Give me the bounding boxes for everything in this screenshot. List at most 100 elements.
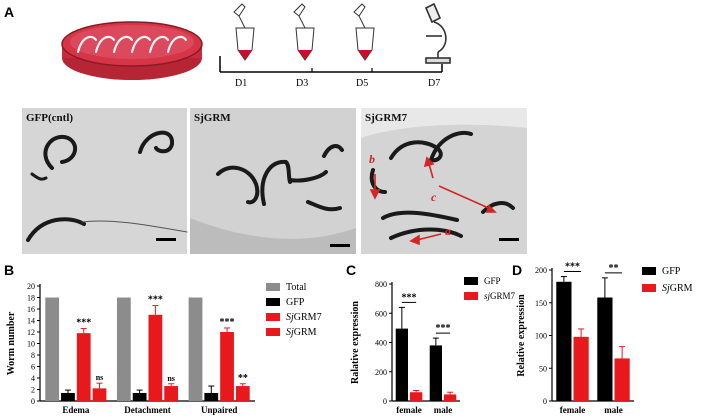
significance-label: *** (76, 318, 91, 329)
y-axis-label: Worm number (6, 311, 17, 375)
y-tick-label: 10 (27, 340, 35, 349)
x-tick-label: female (560, 405, 585, 415)
legend-swatch (266, 328, 280, 336)
arrow-label-c: c (431, 190, 437, 204)
micrograph-label: GFP(cntl) (26, 112, 74, 124)
bar-total (116, 297, 131, 401)
y-tick-label: 2 (31, 386, 35, 395)
bar-sjgrm7 (76, 333, 91, 401)
legend-swatch (642, 284, 656, 292)
y-tick-label: 8 (31, 351, 35, 360)
micrograph-sjgrm: SjGRM (190, 108, 356, 254)
significance-label: *** (220, 317, 235, 328)
bar-sjgrm7 (410, 392, 423, 401)
timeline-day-label: D7 (428, 78, 440, 89)
legend-label: GFP (662, 266, 681, 277)
y-tick-label: 6 (31, 363, 35, 372)
panel-letter-c: C (346, 262, 357, 278)
y-tick-label: 200 (375, 368, 387, 377)
legend-swatch (266, 283, 280, 291)
bar-sjgrm (92, 388, 107, 401)
bar-sjgrm (614, 358, 630, 401)
panel-letter-b: B (4, 262, 15, 278)
tube-icon (233, 3, 255, 61)
micrograph-sjgrm7: SjGRM7 b c a (361, 108, 527, 254)
microscope-icon (424, 2, 451, 64)
panel-letter-a: A (4, 4, 15, 20)
legend-label: SjGRM (286, 327, 317, 338)
legend-label: sjGRM7 (484, 291, 516, 301)
y-tick-label: 0 (543, 397, 547, 406)
legend-swatch (266, 298, 280, 306)
y-tick-label: 18 (27, 294, 35, 303)
y-tick-label: 0 (31, 397, 35, 406)
legend-swatch (464, 277, 478, 285)
worm-image (361, 108, 527, 254)
legend-label: GFP (286, 297, 305, 308)
legend-label: SjGRM7 (286, 312, 322, 323)
significance-label: ns (96, 373, 104, 382)
bar-sjgrm (573, 336, 589, 401)
y-axis-label: Relative expression (516, 294, 527, 377)
tube-icon (293, 3, 315, 61)
x-tick-label: male (604, 405, 623, 415)
bar-gfp (61, 392, 75, 401)
legend-swatch (464, 292, 478, 300)
timeline-day-label: D5 (356, 78, 368, 89)
x-tick-label: female (396, 405, 421, 415)
micrograph-label: SjGRM7 (365, 112, 408, 124)
annotation-arrows (369, 156, 497, 246)
petri-dish-illustration (61, 21, 203, 80)
y-tick-label: 800 (375, 280, 387, 289)
legend-label: Total (286, 282, 307, 293)
timeline-day-label: D1 (235, 78, 247, 89)
y-tick-label: 600 (375, 309, 387, 318)
significance-label: *** (148, 295, 163, 306)
significance-label: ns (167, 374, 175, 383)
bar-gfp (132, 392, 147, 401)
bar-sjgrm (164, 386, 179, 401)
micrograph-gfp: GFP(cntl) (22, 108, 188, 254)
y-tick-label: 400 (375, 339, 387, 348)
y-tick-label: 4 (31, 374, 35, 383)
y-tick-label: 20 (27, 282, 35, 291)
worm-image (22, 108, 188, 254)
significance-label: *** (565, 262, 580, 273)
bar-sjgrm7 (220, 332, 234, 401)
y-axis-label: Ralative expression (350, 301, 361, 384)
legend-label: SjGRM (662, 283, 693, 294)
x-tick-label: male (434, 405, 453, 415)
bar-gfp (204, 392, 219, 401)
scale-bar (156, 238, 176, 241)
y-tick-label: 12 (27, 328, 35, 337)
bar-gfp (597, 297, 613, 401)
y-tick-label: 100 (535, 332, 547, 341)
legend-label: GFP (484, 276, 501, 286)
bar-gfp (429, 345, 442, 401)
y-tick-label: 14 (27, 317, 35, 326)
significance-label: *** (436, 323, 451, 334)
arrow-label-a: a (445, 224, 451, 238)
x-tick-label: Unpaired (201, 405, 237, 415)
legend-swatch (642, 267, 656, 275)
worm-image (190, 108, 356, 254)
y-tick-label: 0 (383, 397, 387, 406)
legend-swatch (266, 313, 280, 321)
y-tick-label: 150 (535, 299, 547, 308)
treatment-timeline: D1 D3 D5 D7 (219, 2, 451, 89)
micrograph-label: SjGRM (194, 112, 231, 124)
bar-gfp (395, 328, 408, 401)
y-tick-label: 16 (27, 305, 35, 314)
y-tick-label: 50 (539, 364, 547, 373)
bar-sjgrm (235, 386, 250, 401)
scale-bar (499, 238, 519, 241)
bar-sjgrm7 (148, 314, 163, 401)
scale-bar (330, 244, 350, 247)
arrow-label-b: b (369, 152, 375, 166)
bar-total (45, 297, 60, 401)
bar-total (188, 297, 203, 401)
tube-icon (353, 3, 375, 61)
